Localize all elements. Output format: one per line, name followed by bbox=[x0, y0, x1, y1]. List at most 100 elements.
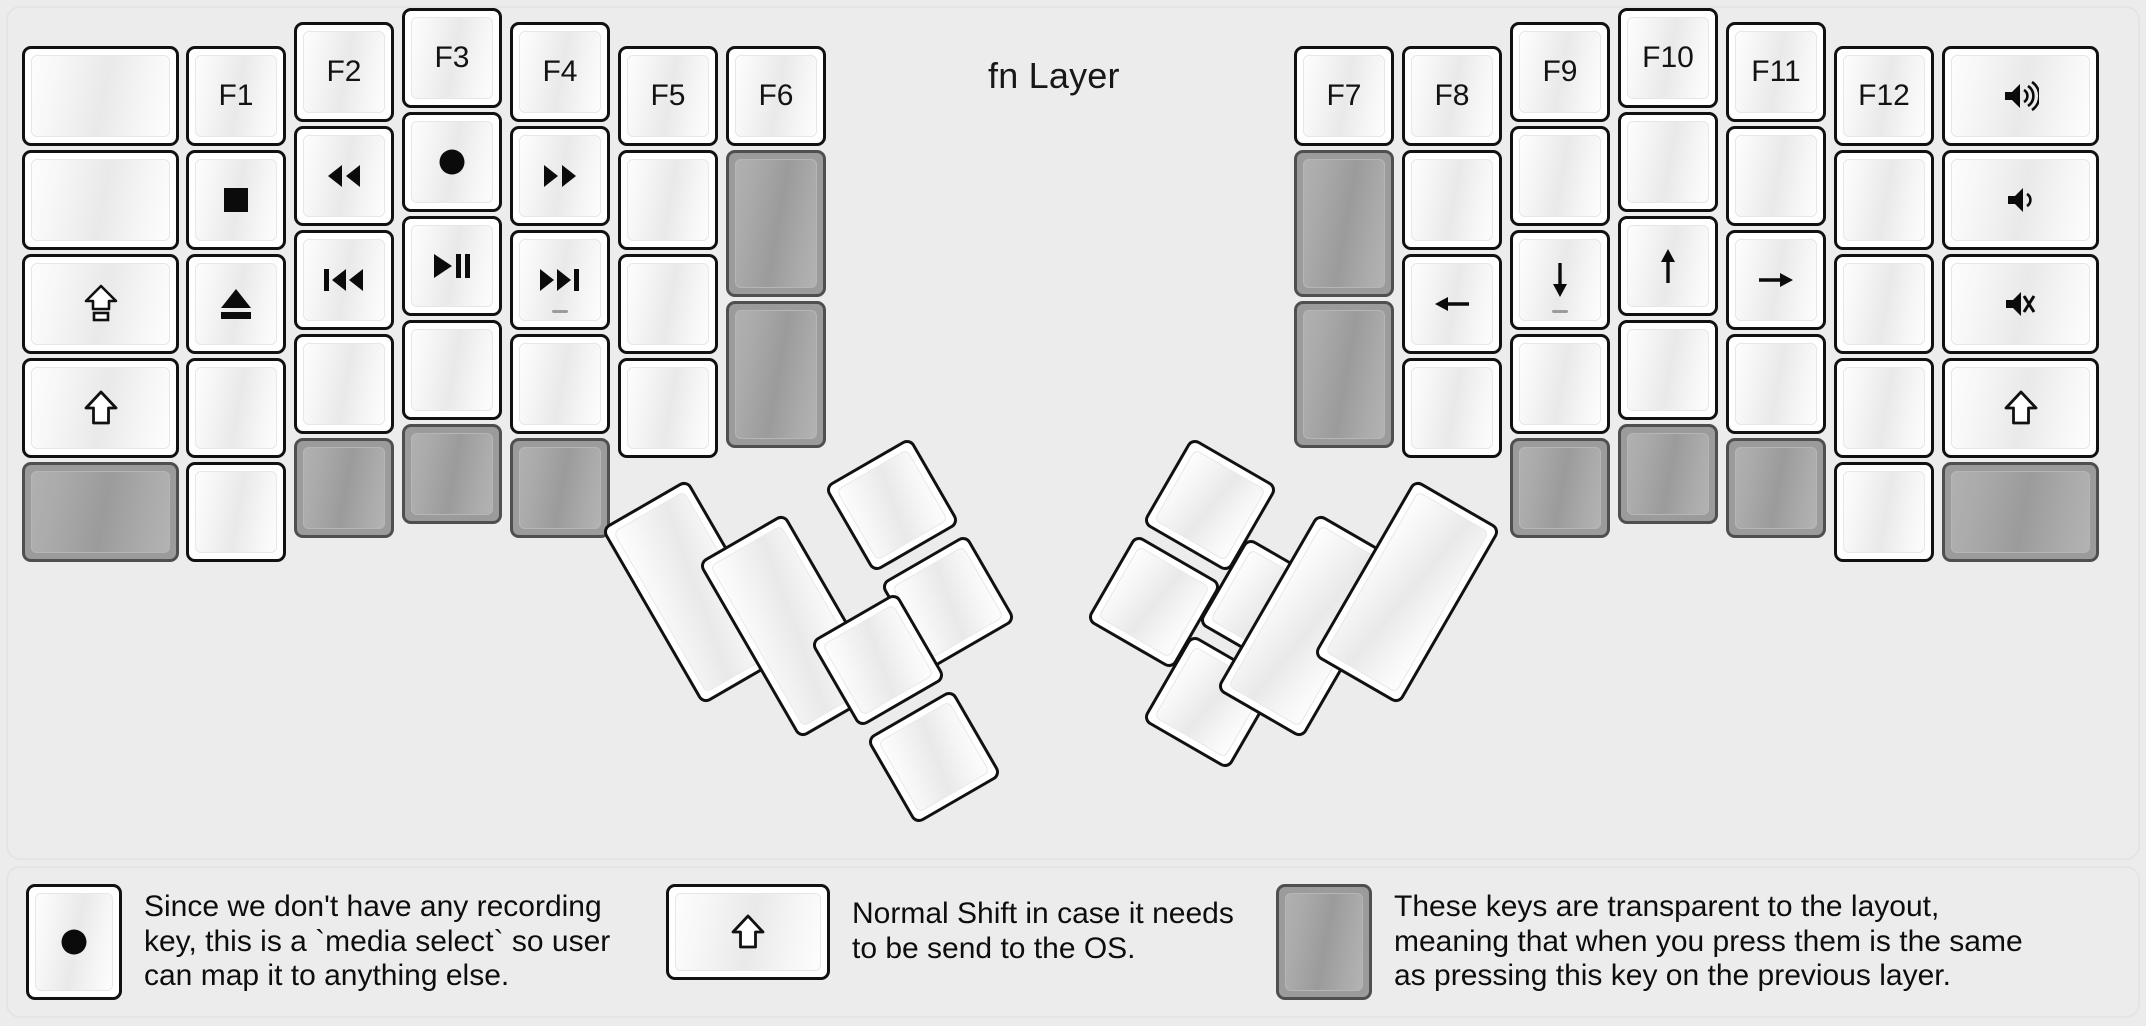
key-middle-4[interactable] bbox=[402, 320, 502, 420]
key-index-5[interactable] bbox=[510, 438, 610, 538]
key-pinky-3[interactable] bbox=[186, 254, 286, 354]
key-pinky-2[interactable] bbox=[1834, 150, 1934, 250]
key-pinky-5[interactable] bbox=[186, 462, 286, 562]
key-ring-2[interactable] bbox=[1726, 126, 1826, 226]
keycap-face: F11 bbox=[1735, 31, 1817, 113]
key-index-inner-4[interactable] bbox=[618, 358, 718, 458]
key-middle-5[interactable] bbox=[402, 424, 502, 524]
arrow-down-icon bbox=[1546, 261, 1574, 299]
key-ring-5[interactable] bbox=[1726, 438, 1826, 538]
keycap-face bbox=[195, 367, 277, 449]
keycap-face: F12 bbox=[1843, 55, 1925, 137]
key-middle-5[interactable] bbox=[1618, 424, 1718, 524]
key-pinky-outer-3[interactable] bbox=[22, 254, 179, 354]
key-pinky-5[interactable] bbox=[1834, 462, 1934, 562]
key-index-3[interactable] bbox=[1510, 230, 1610, 330]
key-label: F12 bbox=[1858, 79, 1910, 112]
key-label: F11 bbox=[1751, 55, 1801, 88]
keycap-face bbox=[1735, 135, 1817, 217]
key-pinky-3[interactable] bbox=[1834, 254, 1934, 354]
key-index-2[interactable] bbox=[1510, 126, 1610, 226]
keycap-face: F7 bbox=[1303, 55, 1385, 137]
key-middle-4[interactable] bbox=[1618, 320, 1718, 420]
arrow-left-icon bbox=[1433, 290, 1471, 318]
keycap-face bbox=[35, 893, 113, 991]
media-eject-icon bbox=[219, 287, 253, 321]
key-pinky-1[interactable]: F1 bbox=[186, 46, 286, 146]
key-label: F3 bbox=[434, 41, 470, 74]
keycap-face bbox=[411, 121, 493, 203]
keycap-face bbox=[1285, 893, 1363, 991]
key-pinky-2[interactable] bbox=[186, 150, 286, 250]
key-middle-1[interactable]: F10 bbox=[1618, 8, 1718, 108]
key-index-4[interactable] bbox=[1510, 334, 1610, 434]
media-previous-icon bbox=[322, 267, 366, 293]
keycap-face: F4 bbox=[519, 31, 601, 113]
key-pinky-outer-1[interactable] bbox=[1942, 46, 2099, 146]
keycap-face: F8 bbox=[1411, 55, 1493, 137]
legend-sample-key-3 bbox=[1276, 884, 1372, 1000]
key-extra-3[interactable] bbox=[726, 301, 826, 448]
key-pinky-4[interactable] bbox=[186, 358, 286, 458]
key-index-inner-3[interactable] bbox=[1402, 254, 1502, 354]
keycap-face bbox=[303, 447, 385, 529]
key-pinky-outer-5[interactable] bbox=[22, 462, 179, 562]
key-pinky-4[interactable] bbox=[1834, 358, 1934, 458]
homing-nub bbox=[552, 310, 568, 313]
key-pinky-1[interactable]: F12 bbox=[1834, 46, 1934, 146]
key-ring-1[interactable]: F2 bbox=[294, 22, 394, 122]
legend-text-3: These keys are transparent to the layout… bbox=[1394, 889, 2023, 993]
key-index-inner-4[interactable] bbox=[1402, 358, 1502, 458]
key-pinky-outer-3[interactable] bbox=[1942, 254, 2099, 354]
keycap-face bbox=[303, 135, 385, 217]
key-label: F6 bbox=[758, 79, 794, 112]
key-index-1[interactable]: F4 bbox=[510, 22, 610, 122]
key-pinky-outer-1[interactable] bbox=[22, 46, 179, 146]
key-pinky-outer-2[interactable] bbox=[22, 150, 179, 250]
key-index-3[interactable] bbox=[510, 230, 610, 330]
key-pinky-outer-2[interactable] bbox=[1942, 150, 2099, 250]
key-ring-3[interactable] bbox=[1726, 230, 1826, 330]
keycap-face bbox=[1951, 263, 2090, 345]
key-index-4[interactable] bbox=[510, 334, 610, 434]
key-index-inner-1[interactable]: F8 bbox=[1402, 46, 1502, 146]
key-extra-1[interactable]: F6 bbox=[726, 46, 826, 146]
keycap-face bbox=[31, 55, 170, 137]
keycap-face bbox=[519, 343, 601, 425]
keycap-face bbox=[1627, 225, 1709, 307]
key-ring-4[interactable] bbox=[1726, 334, 1826, 434]
key-index-inner-3[interactable] bbox=[618, 254, 718, 354]
key-ring-1[interactable]: F11 bbox=[1726, 22, 1826, 122]
key-extra-1[interactable]: F7 bbox=[1294, 46, 1394, 146]
key-ring-5[interactable] bbox=[294, 438, 394, 538]
key-extra-3[interactable] bbox=[1294, 301, 1394, 448]
key-pinky-outer-5[interactable] bbox=[1942, 462, 2099, 562]
key-ring-3[interactable] bbox=[294, 230, 394, 330]
key-index-inner-1[interactable]: F5 bbox=[618, 46, 718, 146]
key-middle-3[interactable] bbox=[1618, 216, 1718, 316]
key-middle-2[interactable] bbox=[402, 112, 502, 212]
keycap-face bbox=[195, 471, 277, 553]
key-index-1[interactable]: F9 bbox=[1510, 22, 1610, 122]
key-index-inner-2[interactable] bbox=[1402, 150, 1502, 250]
key-index-inner-2[interactable] bbox=[618, 150, 718, 250]
key-pinky-outer-4[interactable] bbox=[22, 358, 179, 458]
key-label: F8 bbox=[1434, 79, 1470, 112]
legend-item-1: Since we don't have any recording key, t… bbox=[26, 884, 704, 1000]
key-ring-4[interactable] bbox=[294, 334, 394, 434]
legend-panel bbox=[6, 866, 2140, 1018]
keycap-face bbox=[1951, 55, 2090, 137]
key-middle-3[interactable] bbox=[402, 216, 502, 316]
key-middle-2[interactable] bbox=[1618, 112, 1718, 212]
keycap-face: F1 bbox=[195, 55, 277, 137]
media-rewind-icon bbox=[324, 163, 364, 189]
key-middle-1[interactable]: F3 bbox=[402, 8, 502, 108]
key-pinky-outer-4[interactable] bbox=[1942, 358, 2099, 458]
keycap-face bbox=[1303, 310, 1385, 439]
key-ring-2[interactable] bbox=[294, 126, 394, 226]
key-index-5[interactable] bbox=[1510, 438, 1610, 538]
key-extra-2[interactable] bbox=[1294, 150, 1394, 297]
key-extra-2[interactable] bbox=[726, 150, 826, 297]
keycap-face bbox=[411, 329, 493, 411]
key-index-2[interactable] bbox=[510, 126, 610, 226]
